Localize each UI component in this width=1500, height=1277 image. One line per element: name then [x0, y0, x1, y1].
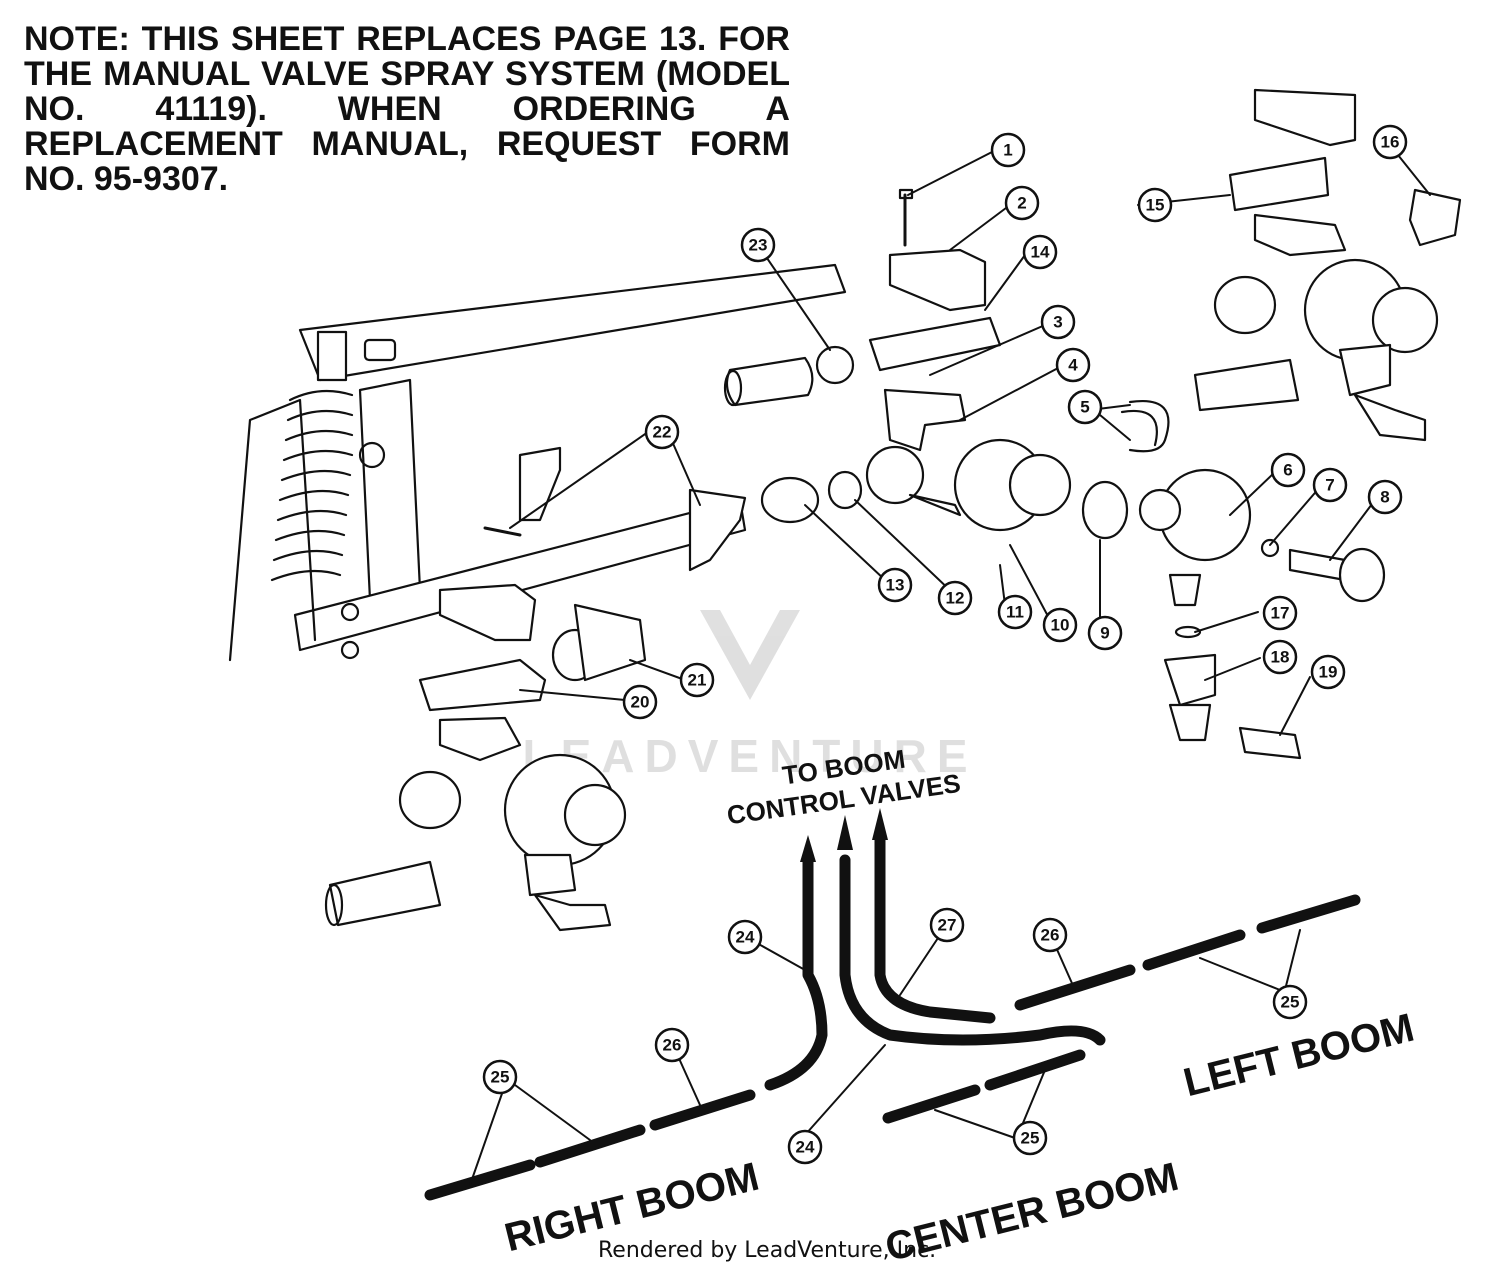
callout-number: 8 [1380, 488, 1389, 507]
callout-number: 15 [1146, 196, 1165, 215]
callout-number: 21 [688, 671, 707, 690]
arrow-heads [800, 808, 888, 862]
callout-14: 14 [1022, 234, 1058, 270]
callout-number: 27 [938, 916, 957, 935]
callout-number: 22 [653, 423, 672, 442]
callout-15: 15 [1137, 187, 1173, 223]
callout-number: 3 [1053, 313, 1062, 332]
callout-3: 3 [1040, 304, 1076, 340]
callout-number: 2 [1017, 194, 1026, 213]
frame-assembly [228, 263, 847, 662]
callout-18: 18 [1262, 639, 1298, 675]
callout-26a: 26 [654, 1027, 690, 1063]
callout-12: 12 [937, 580, 973, 616]
callout-number: 6 [1283, 461, 1292, 480]
callout-24a: 24 [727, 919, 763, 955]
callout-number: 19 [1319, 663, 1338, 682]
callout-number: 13 [886, 576, 905, 595]
callout-number: 9 [1100, 624, 1109, 643]
callout-number: 5 [1080, 398, 1089, 417]
clamp-left [438, 583, 537, 642]
callout-27: 27 [929, 907, 965, 943]
callout-21: 21 [679, 662, 715, 698]
valve-assembly-lower-left [398, 716, 627, 932]
callout-number: 10 [1051, 616, 1070, 635]
callout-17: 17 [1262, 595, 1298, 631]
callout-number: 24 [736, 928, 755, 947]
elbow-assembly [1163, 625, 1302, 760]
callout-number: 17 [1271, 604, 1290, 623]
callout-number: 25 [491, 1068, 510, 1087]
callout-1: 1 [990, 132, 1026, 168]
callout-number: 20 [631, 693, 650, 712]
callout-number: 4 [1068, 356, 1078, 375]
hose-lines [424, 834, 1361, 1201]
callout-number: 16 [1381, 133, 1400, 152]
callout-number: 14 [1031, 243, 1050, 262]
callout-number: 25 [1281, 993, 1300, 1012]
callout-number: 11 [1006, 603, 1024, 622]
replacement-note: NOTE: THIS SHEET REPLACES PAGE 13. FOR T… [24, 20, 790, 198]
callout-8: 8 [1367, 479, 1403, 515]
callout-13: 13 [877, 567, 913, 603]
callout-number: 26 [1041, 926, 1060, 945]
callout-number: 25 [1021, 1129, 1040, 1148]
nozzle-13 [760, 470, 863, 524]
valve-body-center [865, 388, 1072, 532]
callout-2: 2 [1004, 185, 1040, 221]
callout-23: 23 [740, 227, 776, 263]
pipe-segment-upper [723, 356, 814, 407]
callout-16: 16 [1372, 124, 1408, 160]
callout-number: 23 [749, 236, 768, 255]
brackets [483, 446, 747, 572]
valve-assembly-upper-right [1193, 88, 1462, 442]
callout-9: 9 [1087, 615, 1123, 651]
callout-25b: 25 [1012, 1120, 1048, 1156]
callout-20: 20 [622, 684, 658, 720]
callout-5: 5 [1067, 389, 1103, 425]
callout-26b: 26 [1032, 917, 1068, 953]
callouts: 1234567891011121314151617181920212223272… [482, 124, 1408, 1165]
callout-number: 26 [663, 1036, 682, 1055]
callout-10: 10 [1042, 607, 1078, 643]
leader-lines [469, 151, 1431, 1186]
callout-6: 6 [1270, 452, 1306, 488]
pipe-segment-left [324, 860, 442, 927]
callout-24b: 24 [787, 1129, 823, 1165]
callout-number: 18 [1271, 648, 1290, 667]
clip-5 [1120, 400, 1170, 453]
callout-number: 12 [946, 589, 965, 608]
callout-22: 22 [644, 414, 680, 450]
callout-11: 11 [997, 594, 1033, 630]
watermark: LEADVENTURE [522, 610, 968, 782]
clamp-2 [888, 188, 987, 312]
hose-barb-14 [815, 316, 1002, 385]
spring [270, 330, 354, 582]
callout-number: 24 [796, 1138, 815, 1157]
callout-7: 7 [1312, 467, 1348, 503]
callout-19: 19 [1310, 654, 1346, 690]
left-boom-label: LEFT BOOM [1179, 1006, 1418, 1106]
callout-number: 7 [1325, 476, 1334, 495]
callout-number: 1 [1003, 141, 1012, 160]
footer-credit: Rendered by LeadVenture, Inc. [598, 1238, 937, 1263]
callout-4: 4 [1055, 347, 1091, 383]
callout-25a: 25 [482, 1059, 518, 1095]
callout-25c: 25 [1272, 984, 1308, 1020]
fitting-20 [418, 603, 647, 712]
